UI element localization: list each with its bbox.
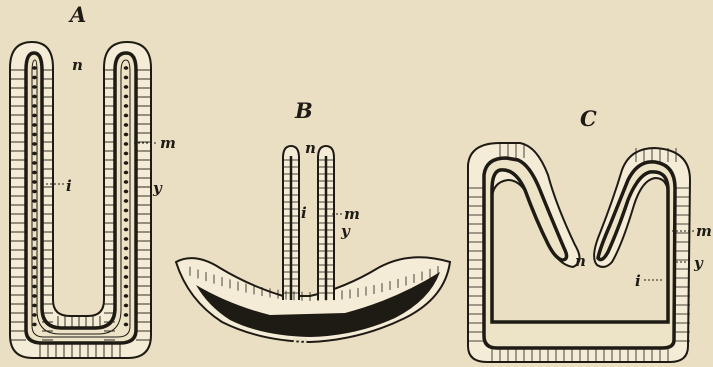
nucleus [124, 323, 129, 327]
nucleus [124, 152, 129, 156]
nucleus [124, 209, 129, 213]
nucleus [32, 294, 37, 298]
nucleus [32, 228, 37, 232]
panel-c-label-n: n [575, 252, 586, 270]
panel-b-label-n: n [305, 139, 316, 157]
nucleus [124, 266, 129, 270]
nucleus [124, 171, 129, 175]
nucleus [32, 76, 37, 80]
nucleus [32, 104, 37, 108]
panel-c-label-i: i [635, 272, 641, 290]
nucleus [32, 209, 37, 213]
nucleus [32, 323, 37, 327]
nucleus [32, 313, 37, 317]
nucleus [32, 256, 37, 260]
nucleus [32, 142, 37, 146]
panel-a-label-y: y [152, 179, 163, 197]
nucleus [124, 247, 129, 251]
panel-b-label-m: m [344, 205, 360, 223]
panel-a-label-n: n [72, 56, 83, 74]
nucleus [32, 199, 37, 203]
nucleus [124, 95, 129, 99]
nucleus [124, 180, 129, 184]
nucleus [124, 218, 129, 222]
nucleus [32, 266, 37, 270]
nucleus [124, 76, 129, 80]
nucleus [32, 161, 37, 165]
nucleus [32, 218, 37, 222]
panel-b-label-y: y [340, 222, 351, 240]
nucleus [32, 237, 37, 241]
nucleus [32, 180, 37, 184]
panel-c-label: C [580, 106, 597, 131]
nucleus [124, 237, 129, 241]
nucleus [124, 66, 129, 70]
nucleus [124, 228, 129, 232]
nucleus [124, 114, 129, 118]
nucleus [32, 190, 37, 194]
nucleus [124, 123, 129, 127]
nucleus [124, 133, 129, 137]
panel-a-label-i: i [66, 177, 72, 195]
nucleus [32, 123, 37, 127]
nucleus [32, 66, 37, 70]
nucleus [124, 199, 129, 203]
panel-a-label-m: m [160, 134, 176, 152]
nucleus [124, 294, 129, 298]
nucleus [32, 133, 37, 137]
nucleus [32, 247, 37, 251]
nucleus [32, 171, 37, 175]
nucleus [32, 275, 37, 279]
nucleus [32, 285, 37, 289]
nucleus [124, 104, 129, 108]
nucleus [32, 304, 37, 308]
nucleus [32, 85, 37, 89]
nucleus [124, 313, 129, 317]
nucleus [124, 256, 129, 260]
nucleus [32, 152, 37, 156]
panel-c-label-m: m [696, 222, 712, 240]
nucleus [124, 304, 129, 308]
nucleus [124, 275, 129, 279]
panel-a-label: A [68, 2, 86, 27]
nucleus [32, 95, 37, 99]
nucleus [124, 142, 129, 146]
nucleus [32, 114, 37, 118]
nucleus [124, 190, 129, 194]
panel-b-label-mass: m [292, 332, 308, 350]
panel-b-label-i: i [301, 204, 307, 222]
nucleus [124, 161, 129, 165]
panel-b-label: B [294, 98, 313, 123]
nucleus [124, 285, 129, 289]
panel-c-label-y: y [693, 254, 704, 272]
nucleus [124, 85, 129, 89]
